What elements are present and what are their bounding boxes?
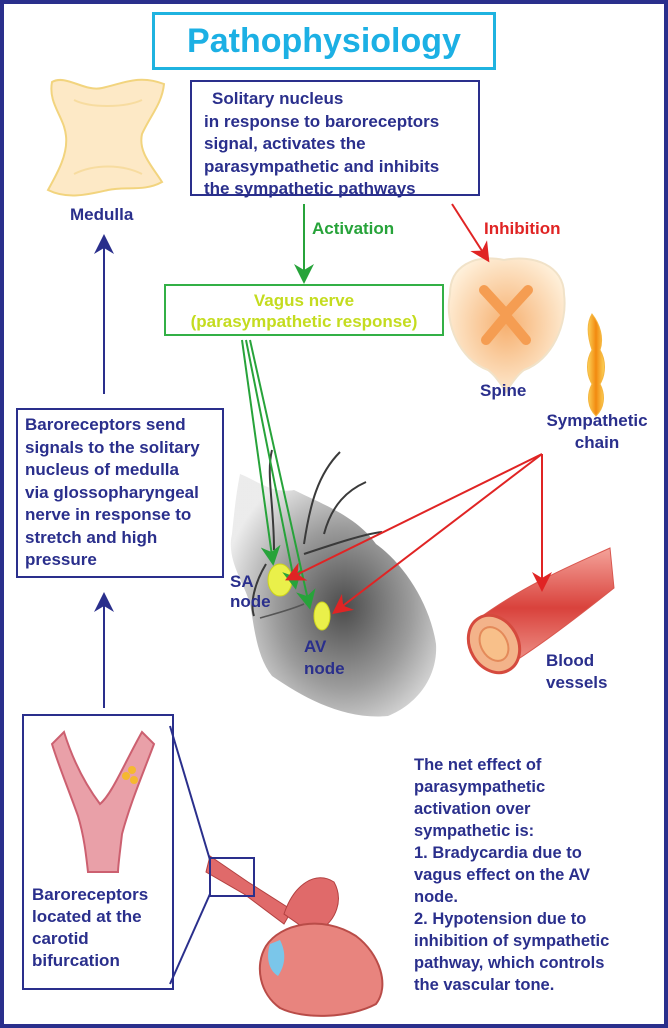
net-effect-text: The net effect of parasympathetic activa… [414, 754, 662, 996]
net-effect-line: sympathetic is: [414, 822, 535, 840]
net-effect-line: 1. Bradycardia due to [414, 844, 582, 862]
blood-vessels-label: Blood vessels [546, 650, 607, 694]
zoom-line-top [169, 725, 211, 861]
blood-vessels-line1: Blood [546, 651, 595, 670]
sa-node-shape [267, 563, 293, 597]
sympathetic-chain-line2: chain [574, 433, 620, 452]
net-effect-line: parasympathetic [414, 778, 546, 796]
inhibition-label: Inhibition [484, 219, 561, 238]
blood-vessels-line2: vessels [546, 673, 608, 692]
baro-send-line: signals to the solitary [25, 437, 200, 457]
sympathetic-chain-line1: Sympathetic [546, 411, 648, 430]
solitary-nucleus-box: Solitary nucleus in response to barorece… [190, 80, 480, 198]
activation-label: Activation [312, 219, 395, 238]
carotid-bifurcation-illustration [50, 730, 156, 873]
net-effect-line: activation over [414, 800, 531, 818]
zoom-box [209, 857, 255, 897]
net-effect-line: inhibition of sympathetic [414, 932, 610, 950]
solitary-line: parasympathetic and inhibits [204, 156, 440, 176]
vagus-nerve-box: Vagus nerve (parasympathetic response) [164, 284, 444, 336]
diagram-artwork [46, 78, 615, 1017]
baro-send-line: nerve in response to [25, 505, 192, 524]
title-box: Pathophysiology [152, 12, 496, 70]
blood-vessel-illustration [466, 547, 615, 675]
spine-label: Spine [480, 381, 527, 400]
carotid-inset-box: Baroreceptors located at the carotid bif… [22, 714, 174, 990]
medulla-illustration [46, 78, 166, 197]
solitary-line: the sympathetic pathways [204, 179, 416, 198]
chain-to-av-arrow [332, 453, 543, 615]
net-effect-line: 2. Hypotension due to [414, 910, 587, 928]
av-node-label: AV node [304, 636, 345, 680]
carotid-line: bifurcation [32, 951, 120, 970]
net-effect-line: node. [414, 888, 458, 906]
vagus-to-av-arrow [249, 339, 316, 610]
carotid-line: located at the [32, 907, 142, 926]
vagus-title: Vagus nerve [253, 291, 355, 310]
av-line1: AV [304, 637, 327, 656]
baro-send-line: pressure [25, 550, 97, 569]
net-effect-line: The net effect of [414, 756, 542, 774]
baro-send-line: Baroreceptors send [25, 415, 186, 434]
aorta-heart-illustration [205, 855, 384, 1017]
page-title: Pathophysiology [187, 21, 461, 60]
spine-illustration [447, 257, 566, 394]
baroreceptors-signal-box: Baroreceptors send signals to the solita… [16, 408, 224, 578]
net-effect-line: the vascular tone. [414, 976, 555, 994]
solitary-line: signal, activates the [204, 134, 366, 153]
solitary-line: in response to baroreceptors [204, 111, 440, 131]
sympathetic-chain-illustration [587, 313, 605, 417]
carotid-caption: Baroreceptors located at the carotid bif… [32, 884, 148, 972]
vagus-subtitle: (parasympathetic response) [190, 312, 418, 331]
baro-send-line: via glossopharyngeal [25, 482, 199, 502]
sa-line2: node [230, 592, 271, 611]
baro-send-line: nucleus of medulla [25, 460, 179, 479]
inhibition-arrow [451, 203, 490, 263]
sa-line1: SA [230, 572, 254, 591]
sympathetic-chain-label: Sympathetic chain [538, 410, 656, 454]
chain-to-sa-arrow [285, 453, 543, 581]
av-line2: node [304, 659, 345, 678]
carotid-line: Baroreceptors [32, 885, 149, 904]
zoom-line-bottom [169, 893, 211, 985]
carotid-line: carotid [32, 929, 89, 948]
sa-node-label: SA node [230, 572, 271, 612]
vagus-to-sa-arrow-2 [245, 339, 302, 590]
medulla-label: Medulla [70, 205, 134, 224]
net-effect-line: pathway, which controls [414, 954, 605, 972]
baro-send-line: stretch and high [25, 527, 158, 547]
solitary-line: Solitary nucleus [212, 89, 344, 108]
av-node-shape [313, 601, 331, 631]
net-effect-line: vagus effect on the AV [414, 866, 591, 884]
vagus-to-sa-arrow-1 [241, 339, 281, 566]
